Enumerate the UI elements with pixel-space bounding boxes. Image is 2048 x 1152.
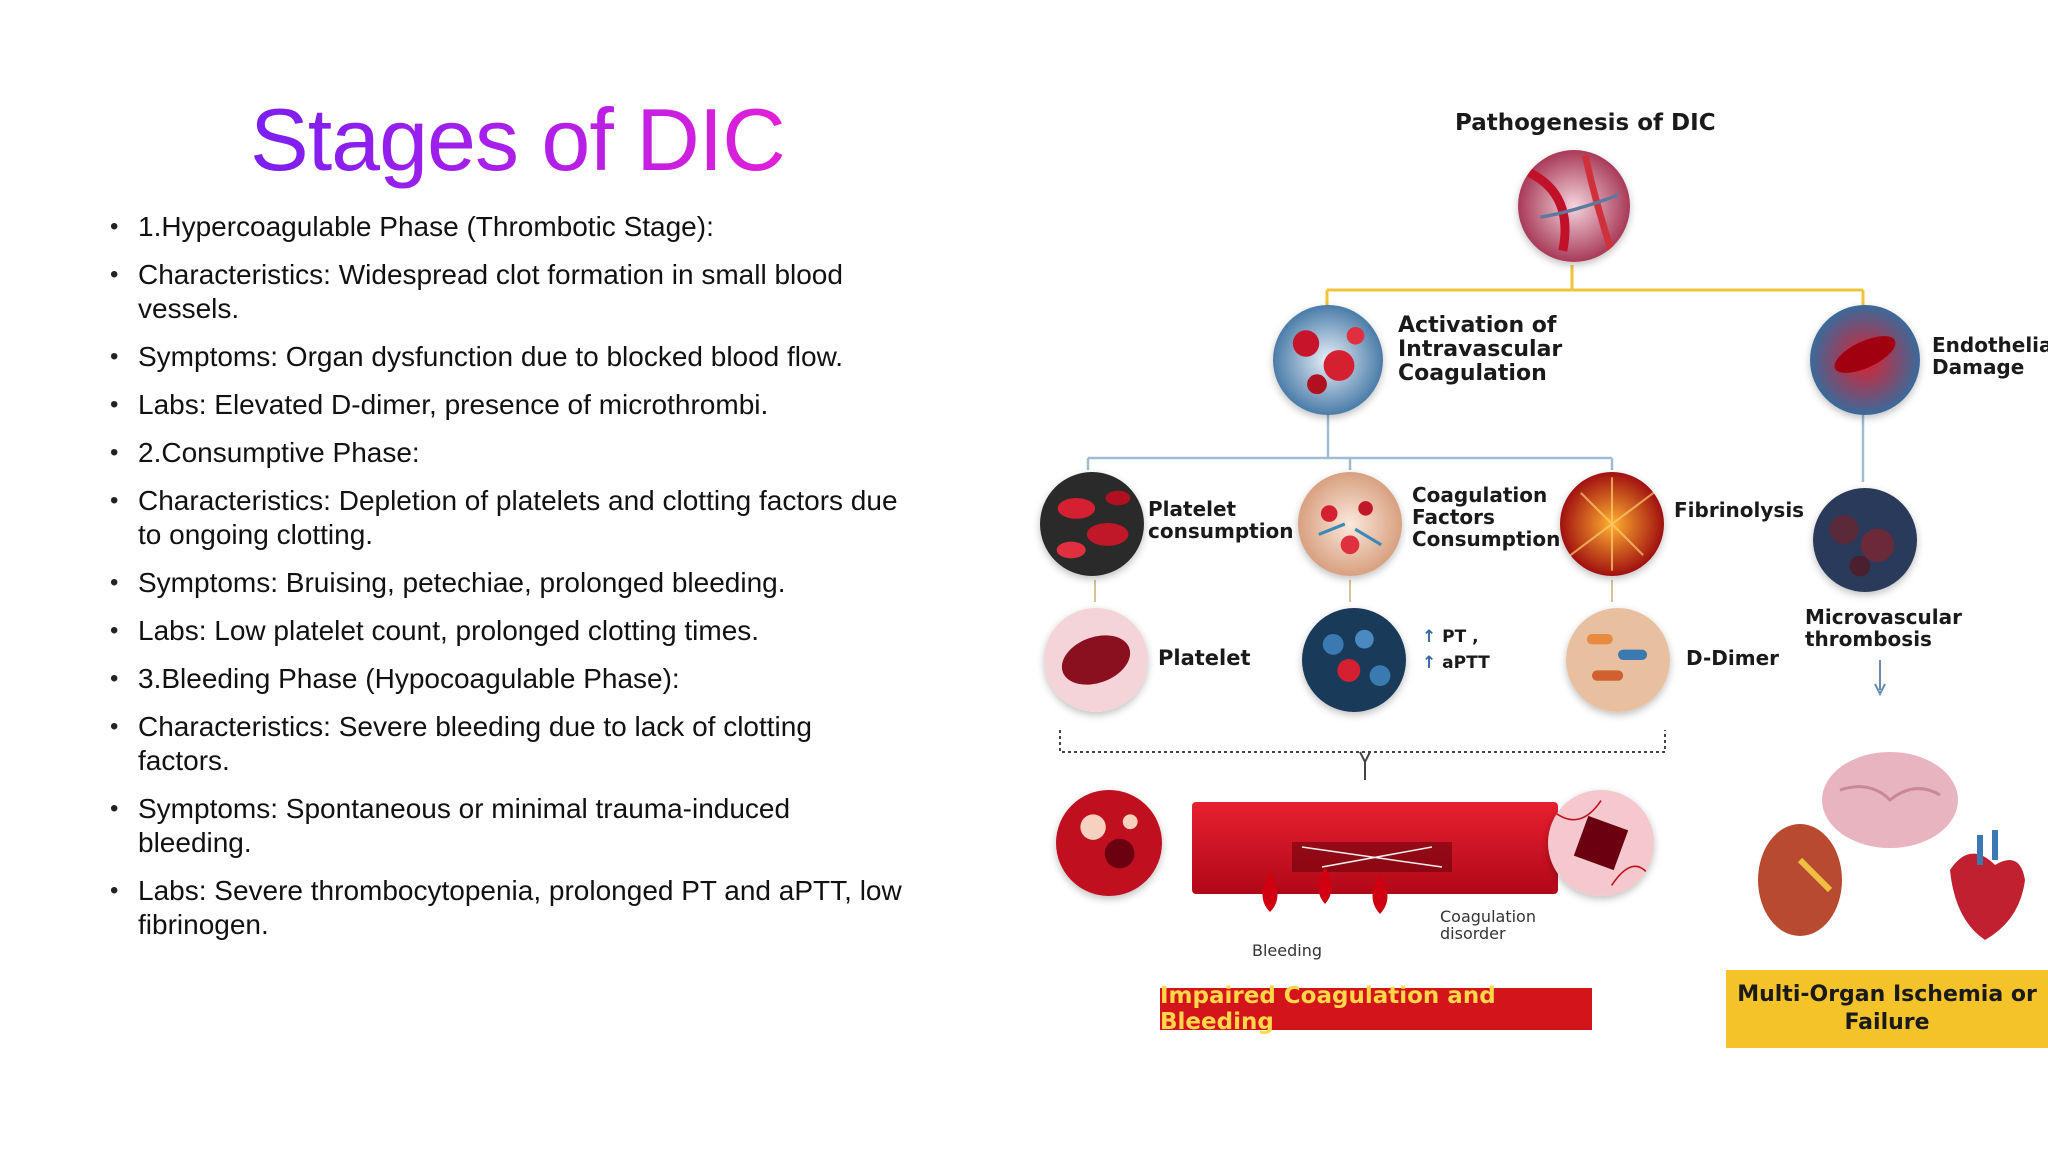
bullet-item: Characteristics: Depletion of platelets … bbox=[110, 484, 910, 552]
fibrinolysis-label: Fibrinolysis bbox=[1674, 498, 1805, 522]
activation-node bbox=[1273, 305, 1383, 415]
bullet-item: 3.Bleeding Phase (Hypocoagulable Phase): bbox=[110, 662, 910, 696]
endothelial-label: Damage bbox=[1932, 355, 2025, 379]
pt-label: PT , bbox=[1442, 627, 1479, 647]
bullet-list: 1.Hypercoagulable Phase (Thrombotic Stag… bbox=[110, 210, 910, 956]
arrow-up-icon: ↑ bbox=[1422, 627, 1437, 647]
vessel-image bbox=[1192, 802, 1558, 894]
bleeding-label: Bleeding bbox=[1252, 941, 1323, 960]
ddimer-node bbox=[1566, 608, 1670, 712]
fibrinolysis-node bbox=[1560, 472, 1664, 576]
activation-label: Intravascular bbox=[1398, 337, 1563, 362]
blood-drops-icon bbox=[1262, 867, 1388, 914]
coag-disorder-label: Coagulation bbox=[1440, 907, 1536, 926]
coag-disorder-label: disorder bbox=[1440, 924, 1506, 943]
bullet-item: Symptoms: Spontaneous or minimal trauma-… bbox=[110, 792, 910, 860]
impaired-coagulation-banner: Impaired Coagulation and Bleeding bbox=[1160, 983, 1592, 1035]
connector-lines bbox=[1059, 265, 1886, 780]
slide-title: Stages of DIC bbox=[250, 90, 786, 189]
bullet-item: Symptoms: Organ dysfunction due to block… bbox=[110, 340, 910, 374]
microvascular-node bbox=[1813, 488, 1917, 592]
arrow-up-icon: ↑ bbox=[1422, 653, 1437, 673]
coag-factors-label: Consumption bbox=[1412, 527, 1561, 551]
bullet-item: Characteristics: Widespread clot formati… bbox=[110, 258, 910, 326]
ddimer-label: D-Dimer bbox=[1686, 646, 1779, 670]
coag-factors-node bbox=[1298, 472, 1402, 576]
bullet-item: Characteristics: Severe bleeding due to … bbox=[110, 710, 910, 778]
microvascular-label: thrombosis bbox=[1805, 627, 1932, 651]
platelet-consumption-node bbox=[1040, 472, 1144, 576]
activation-label: Activation of bbox=[1398, 313, 1557, 338]
bullet-item: Labs: Low platelet count, prolonged clot… bbox=[110, 614, 910, 648]
endothelial-node bbox=[1810, 305, 1920, 415]
bullet-item: Labs: Elevated D-dimer, presence of micr… bbox=[110, 388, 910, 422]
coag-factors-label: Factors bbox=[1412, 505, 1495, 529]
multi-organ-label: Failure bbox=[1844, 1010, 1930, 1035]
bullet-item: Symptoms: Bruising, petechiae, prolonged… bbox=[110, 566, 910, 600]
microvascular-label: Microvascular bbox=[1805, 605, 1962, 629]
platelet-label: Platelet bbox=[1158, 646, 1251, 670]
bullet-item: Labs: Severe thrombocytopenia, prolonged… bbox=[110, 874, 910, 942]
bullet-item: 1.Hypercoagulable Phase (Thrombotic Stag… bbox=[110, 210, 910, 244]
organs-image bbox=[1758, 752, 2025, 940]
multi-organ-label: Multi-Organ Ischemia or bbox=[1737, 982, 2037, 1007]
platelet-node bbox=[1044, 608, 1148, 712]
pathogenesis-diagram: Pathogenesis of DIC Activation of Intrav… bbox=[1020, 90, 2048, 1070]
bullet-item: 2.Consumptive Phase: bbox=[110, 436, 910, 470]
endothelial-label: Endothelial bbox=[1932, 333, 2048, 357]
platelet-consumption-label: consumption bbox=[1148, 519, 1294, 543]
activation-label: Coagulation bbox=[1398, 361, 1547, 386]
capillary-image bbox=[1548, 790, 1654, 896]
diagram-title: Pathogenesis of DIC bbox=[1455, 110, 1716, 136]
vessel-node bbox=[1518, 150, 1630, 262]
coag-factors-label: Coagulation bbox=[1412, 483, 1548, 507]
pt-aptt-node bbox=[1302, 608, 1406, 712]
multi-organ-banner: Multi-Organ Ischemia or Failure bbox=[1726, 970, 2048, 1048]
aptt-label: aPTT bbox=[1442, 653, 1490, 673]
bleeding-spots-image bbox=[1056, 790, 1162, 896]
platelet-consumption-label: Platelet bbox=[1148, 497, 1237, 521]
